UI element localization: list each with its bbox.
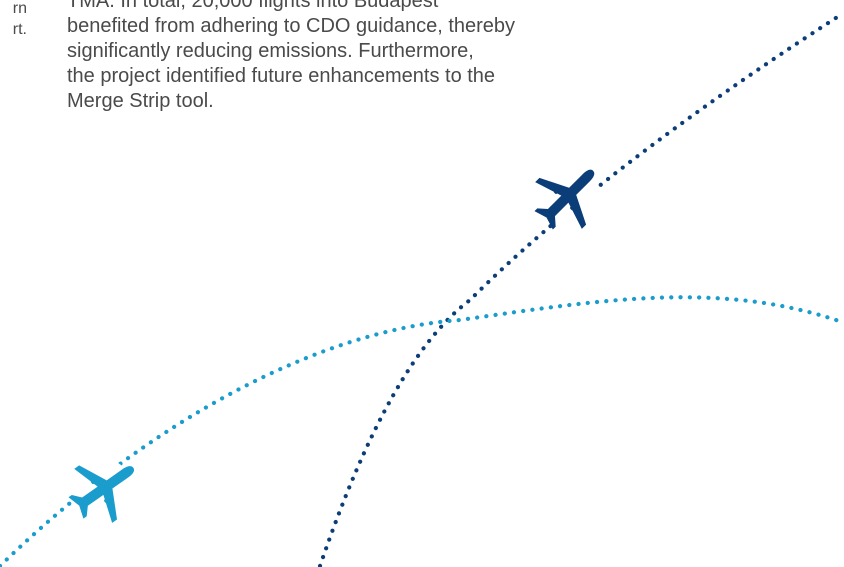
- cropped-text-fragment: rn rt.: [0, 0, 27, 40]
- fragment-line: rn: [12, 0, 27, 17]
- airplane-icon: [68, 465, 135, 523]
- airplane-icon: [534, 169, 595, 230]
- paragraph-line: the project identified future enhancemen…: [67, 65, 496, 87]
- dark-flight-path: [317, 11, 844, 567]
- fragment-line: rt.: [12, 21, 27, 38]
- paragraph-line: significantly reducing emissions. Furthe…: [67, 40, 474, 62]
- paragraph-line: benefited from adhering to CDO guidance,…: [67, 15, 516, 37]
- paragraph-line: Merge Strip tool.: [67, 90, 214, 112]
- body-paragraph: TMA. In total, 20,000 flights into Budap…: [67, 0, 627, 114]
- paragraph-line: TMA. In total, 20,000 flights into Budap…: [67, 0, 439, 12]
- light-flight-path: [0, 295, 844, 567]
